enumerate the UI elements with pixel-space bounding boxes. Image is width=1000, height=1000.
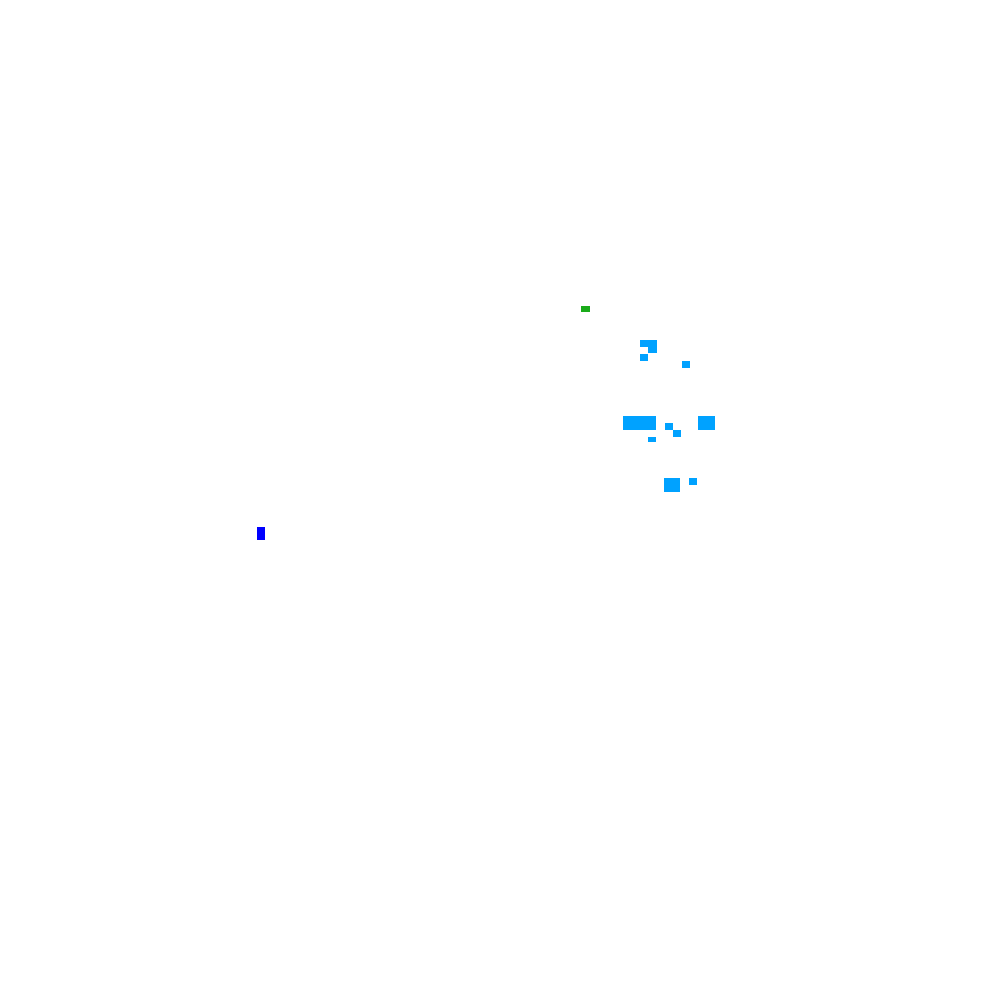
map-cell-light-blue	[682, 361, 690, 368]
map-cell-light-blue	[689, 478, 697, 485]
map-cell-blue	[257, 527, 265, 540]
map-cell-light-blue	[698, 416, 715, 430]
map-cell-light-blue	[648, 437, 656, 442]
map-cell-green	[581, 306, 590, 312]
map-cell-light-blue	[623, 416, 656, 430]
map-cell-light-blue	[665, 423, 673, 430]
map-cell-light-blue	[640, 340, 657, 347]
map-cell-light-blue	[640, 354, 648, 361]
map-cell-light-blue	[664, 478, 680, 492]
map-cell-light-blue	[648, 347, 657, 353]
map-cell-light-blue	[673, 430, 681, 437]
